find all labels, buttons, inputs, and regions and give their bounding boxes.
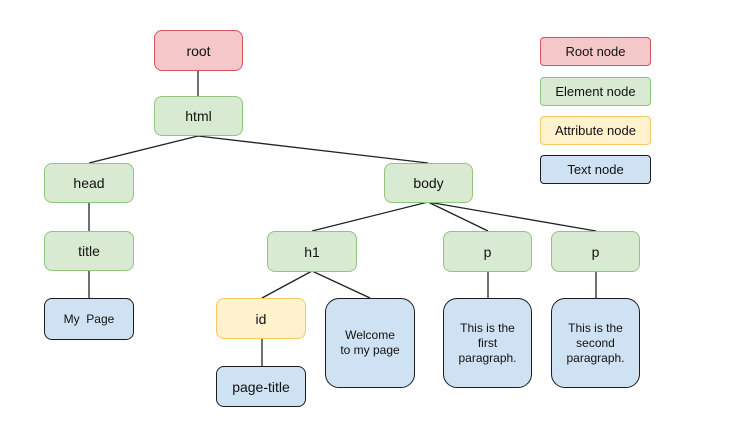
- h1-node: h1: [267, 231, 357, 272]
- edge-body-h1: [311, 201, 429, 232]
- legend-element-label: Element node: [555, 83, 636, 99]
- my-page-text-node: My Page: [44, 298, 134, 340]
- title-node-label: title: [78, 243, 100, 259]
- title-node: title: [44, 231, 134, 271]
- first-paragraph-line-3: paragraph.: [458, 350, 517, 365]
- edge-html-head: [88, 135, 199, 164]
- page-title-text-node: page-title: [216, 366, 306, 407]
- html-node: html: [154, 96, 243, 136]
- h1-node-label: h1: [304, 243, 320, 260]
- second-paragraph-line-2: second: [576, 335, 615, 350]
- second-paragraph-line-3: paragraph.: [566, 350, 625, 365]
- first-paragraph-line-1: This is the: [460, 320, 515, 335]
- legend-text-node: Text node: [540, 155, 651, 184]
- id-attribute-label: id: [255, 310, 267, 327]
- p-node-first: p: [443, 231, 532, 272]
- head-node: head: [44, 163, 134, 203]
- id-attribute-node: id: [216, 298, 306, 339]
- head-node-label: head: [73, 175, 105, 191]
- legend-attribute-node: Attribute node: [540, 116, 651, 145]
- first-paragraph-line-2: first: [477, 335, 498, 350]
- legend-root-node: Root node: [540, 37, 651, 66]
- html-node-label: html: [185, 108, 212, 124]
- legend-element-node: Element node: [540, 77, 651, 106]
- legend-root-label: Root node: [565, 43, 626, 59]
- edge-h1-welcome: [311, 270, 371, 299]
- my-page-text-label: My Page: [63, 311, 115, 326]
- body-node: body: [384, 163, 473, 203]
- p-node-first-label: p: [483, 243, 492, 260]
- edge-body-p2: [427, 201, 597, 232]
- edge-h1-id: [261, 270, 313, 299]
- root-node-label: root: [186, 42, 211, 59]
- second-paragraph-text-node: This is the second paragraph.: [551, 298, 640, 388]
- legend-attribute-label: Attribute node: [555, 122, 636, 138]
- edge-html-body: [197, 135, 429, 164]
- p-node-second: p: [551, 231, 640, 272]
- first-paragraph-text-node: This is the first paragraph.: [443, 298, 532, 388]
- edge-body-p1: [427, 201, 489, 232]
- p-node-second-label: p: [591, 243, 600, 260]
- root-node: root: [154, 30, 243, 71]
- welcome-line-2: to my page: [340, 343, 400, 357]
- second-paragraph-line-1: This is the: [568, 320, 623, 335]
- legend-text-label: Text node: [567, 161, 624, 177]
- welcome-line-1: Welcome: [345, 328, 395, 342]
- page-title-text-label: page-title: [232, 378, 290, 395]
- body-node-label: body: [413, 175, 444, 191]
- welcome-text-node: Welcome to my page: [325, 298, 415, 388]
